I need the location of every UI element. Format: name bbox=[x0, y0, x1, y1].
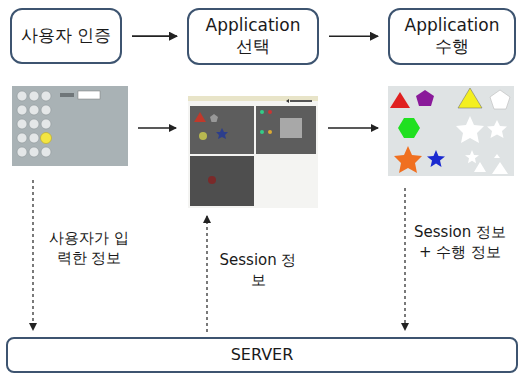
node-text: Application 수행 bbox=[396, 15, 508, 58]
node-text: SERVER bbox=[231, 345, 294, 365]
flow-arrow bbox=[132, 35, 177, 37]
data-arrow bbox=[206, 216, 207, 332]
flow-label: Session 정보 + 수행 정보 bbox=[414, 222, 506, 263]
data-arrow bbox=[32, 180, 33, 330]
flow-arrow bbox=[328, 127, 378, 129]
flow-arrow bbox=[329, 35, 378, 37]
shapes-screenshot bbox=[388, 86, 514, 176]
process-box: Application 수행 bbox=[388, 8, 516, 65]
flow-label: 사용자가 입력한 정보 bbox=[44, 228, 134, 269]
server-box: SERVER bbox=[6, 337, 518, 373]
node-text: 사용자 인증 bbox=[21, 25, 111, 46]
keypad-screenshot bbox=[12, 86, 128, 166]
data-arrow bbox=[404, 188, 405, 330]
process-box: Application 선택 bbox=[187, 8, 319, 65]
flow-arrow bbox=[138, 127, 176, 129]
flow-label: Session 정보 bbox=[218, 250, 298, 291]
node-text: Application 선택 bbox=[195, 15, 311, 58]
app-selection-screenshot bbox=[188, 96, 318, 208]
process-box: 사용자 인증 bbox=[10, 8, 122, 64]
